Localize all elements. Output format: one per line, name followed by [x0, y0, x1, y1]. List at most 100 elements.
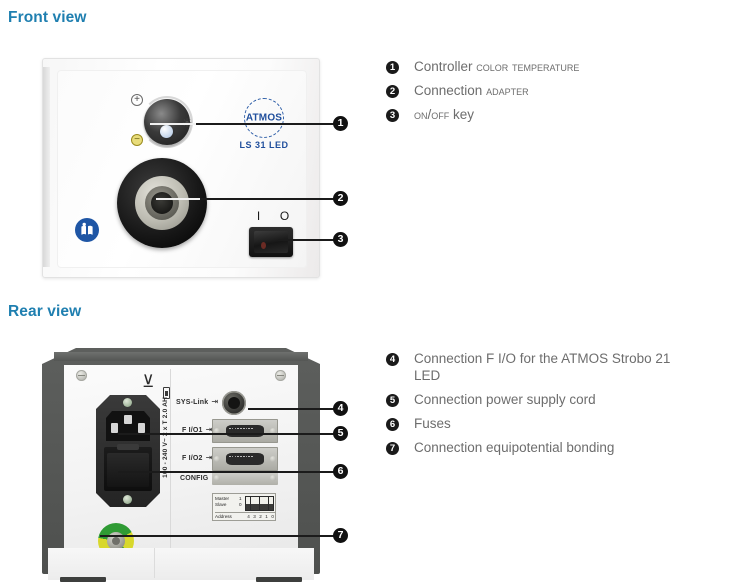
- color-temperature-knob-assembly[interactable]: + − ☀: [127, 92, 201, 154]
- dip-address-row: Address 4 3 2 1 0: [215, 512, 275, 519]
- legend-number-7: 7: [386, 442, 399, 455]
- fio1-screw-right: [270, 428, 276, 434]
- fio1-dsub-connector[interactable]: [226, 425, 264, 437]
- rear-connector-panel: 100 - 240 V~ 2 x T 2.0 AH ⊻ SYS-Link ⇥ F…: [64, 365, 298, 559]
- fio2-screw-left: [214, 456, 220, 462]
- syslink-din-socket[interactable]: [222, 391, 246, 415]
- fuse-drawer-tab[interactable]: [117, 444, 139, 450]
- callout-marker-4[interactable]: 4: [333, 401, 348, 416]
- legend-number-2: 2: [386, 85, 399, 98]
- legend-number-3: 3: [386, 109, 399, 122]
- leader-line-2: [200, 198, 336, 200]
- fio2-arrow-icon: ⇥: [205, 453, 213, 462]
- callout-marker-1[interactable]: 1: [333, 116, 348, 131]
- leader-line-5: [118, 433, 336, 435]
- leader-line-2-inner: [156, 198, 202, 200]
- legend-label-6: Fuses: [414, 416, 451, 431]
- fio2-mounting-plate: [212, 447, 278, 471]
- legend-number-1: 1: [386, 61, 399, 74]
- atmos-brand-logo: ATMOS LS 31 LED: [233, 98, 295, 150]
- legend-label-3: ON/OFF key: [414, 106, 474, 123]
- dip-address-label: Address: [215, 514, 232, 519]
- config-screw-right: [270, 475, 276, 481]
- leader-line-1: [196, 123, 336, 125]
- connector-row-fio1: F I/O1 ⇥: [182, 426, 212, 434]
- power-switch-rocker[interactable]: [254, 231, 288, 253]
- dip-mode-values: 1 0: [239, 496, 242, 508]
- atmos-logo-circle: ATMOS: [244, 98, 284, 138]
- equipotential-symbol-icon: ⊻: [142, 372, 155, 391]
- inlet-screw-top: [123, 398, 132, 407]
- legend-label-1-smallcaps: COLOR TEMPERATURE: [476, 59, 580, 74]
- callout-marker-2[interactable]: 2: [333, 191, 348, 206]
- legend-number-5: 5: [386, 394, 399, 407]
- knob-pointer: [160, 125, 173, 138]
- front-view-legend-list: 1 Controller COLOR TEMPERATURE 2 Connect…: [386, 58, 726, 130]
- iec-power-socket[interactable]: [106, 411, 150, 441]
- dip-slave-value: 0: [239, 501, 242, 507]
- rear-device-bottom-body: [48, 548, 314, 580]
- front-view-device-illustration: + − ☀ ATMOS LS 31 LED: [42, 58, 320, 278]
- fio2-dsub-pins: [229, 455, 253, 458]
- minus-icon: −: [131, 134, 143, 146]
- knob-dial[interactable]: [144, 99, 190, 145]
- legend-label-2-plain: Connection: [414, 83, 487, 98]
- leader-line-3: [278, 239, 336, 241]
- fio1-screw-left: [214, 428, 220, 434]
- connector-row-config: CONFIG: [180, 475, 208, 482]
- rear-view-device-illustration: 100 - 240 V~ 2 x T 2.0 AH ⊻ SYS-Link ⇥ F…: [42, 348, 320, 582]
- legend-item-4: 4 Connection F I/O for the ATMOS Strobo …: [386, 350, 726, 384]
- device-model-label: LS 31 LED: [239, 140, 289, 150]
- legend-label-5: Connection power supply cord: [414, 392, 596, 407]
- dip-master-label: Master: [215, 495, 230, 501]
- legend-item-6: 6 Fuses: [386, 415, 726, 432]
- fuse-drawer-face: [107, 453, 149, 487]
- front-view-heading: Front view: [8, 9, 87, 26]
- atmos-wordmark: ATMOS: [245, 112, 283, 124]
- plus-icon: +: [131, 94, 143, 106]
- front-face-plate: + − ☀ ATMOS LS 31 LED: [57, 70, 307, 268]
- config-label: CONFIG: [180, 475, 209, 482]
- power-switch-group[interactable]: I O: [247, 210, 299, 262]
- power-rating-label: 100 - 240 V~ 2 x T 2.0 AH: [162, 397, 169, 478]
- power-switch-body[interactable]: [249, 227, 293, 257]
- adapter-bore: [151, 192, 173, 214]
- legend-label-4: Connection F I/O for the ATMOS Strobo 21…: [414, 351, 671, 383]
- callout-marker-3[interactable]: 3: [333, 232, 348, 247]
- fio1-dsub-pins: [229, 427, 253, 430]
- power-switch-indicator: [261, 242, 266, 249]
- callout-marker-7[interactable]: 7: [333, 528, 348, 543]
- dip-switch-block[interactable]: Master Slave 1 0 Address 4 3 2 1 0: [212, 493, 276, 521]
- syslink-arrow-icon: ⇥: [211, 397, 219, 406]
- fuse-drawer[interactable]: [104, 444, 152, 491]
- switch-off-mark: O: [279, 209, 290, 223]
- dip-address-bits: 4 3 2 1 0: [247, 514, 275, 519]
- legend-number-4: 4: [386, 353, 399, 366]
- connector-row-syslink: SYS-Link ⇥: [176, 398, 218, 406]
- callout-marker-5[interactable]: 5: [333, 426, 348, 441]
- switch-on-mark: I: [256, 209, 261, 223]
- rear-bottom-seam: [154, 548, 155, 578]
- dip-mode-labels: Master Slave: [215, 496, 229, 508]
- leader-line-7: [100, 535, 336, 537]
- fio2-dsub-connector[interactable]: [226, 453, 264, 465]
- callout-marker-6[interactable]: 6: [333, 464, 348, 479]
- rear-view-legend-list: 4 Connection F I/O for the ATMOS Strobo …: [386, 350, 726, 463]
- fio2-screw-right: [270, 456, 276, 462]
- power-inlet-group[interactable]: [96, 395, 160, 507]
- switch-markings: I O: [247, 210, 299, 222]
- dip-switch-bank[interactable]: [245, 496, 274, 511]
- syslink-label: SYS-Link: [176, 398, 209, 406]
- device-foot-right: [256, 577, 302, 582]
- fio1-mounting-plate: [212, 419, 278, 443]
- iec-pin-earth: [124, 415, 132, 424]
- iec-pin-neutral: [138, 423, 145, 433]
- config-screw-left: [214, 475, 220, 481]
- dip-slave-label: Slave: [215, 501, 227, 507]
- legend-number-6: 6: [386, 418, 399, 431]
- light-guide-adapter-port[interactable]: [117, 158, 207, 248]
- legend-label-2-smallcaps: ADAPTER: [486, 83, 529, 98]
- knob-scale-ring: [141, 96, 193, 148]
- chassis-screw-top-left: [76, 370, 87, 381]
